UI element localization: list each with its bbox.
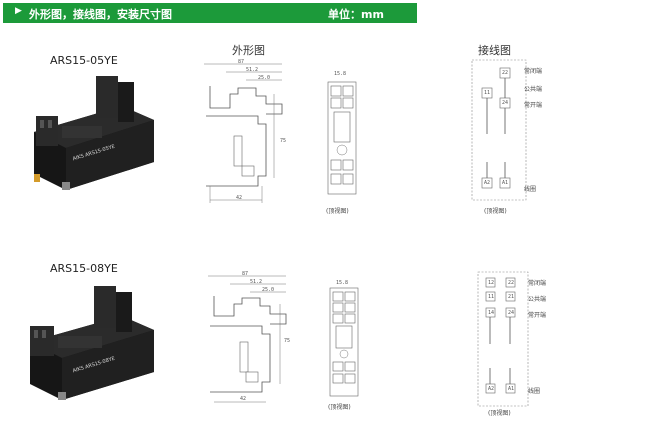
dim-depth: 42 <box>240 396 247 402</box>
outline-drawing <box>208 275 287 403</box>
terminal-label-com: 公共端 <box>528 296 547 303</box>
top-view-drawing <box>327 81 357 195</box>
terminal-id: 22 <box>502 70 509 76</box>
dim-width-2: 51.2 <box>250 279 263 285</box>
terminal-id: 11 <box>484 90 491 96</box>
model-name: ARS15-05YE <box>50 54 118 67</box>
terminal-id: A1 <box>508 386 515 392</box>
triangle-right-icon: ▶ <box>15 6 22 16</box>
header-unit: 单位：mm <box>328 8 384 21</box>
terminal-label-nc: 常闭端 <box>524 68 543 75</box>
dim-top: 15.8 <box>334 71 347 77</box>
dim-width: 87 <box>242 271 249 277</box>
terminal-label-coil: 线圈 <box>524 186 537 193</box>
relay-socket-photo <box>34 76 154 190</box>
terminal-label-no: 常开端 <box>524 102 543 109</box>
terminal-id: A2 <box>488 386 495 392</box>
dim-width: 87 <box>238 59 245 65</box>
wiring-diagram <box>471 59 527 201</box>
header-title: 外形图，接线图，安装尺寸图 <box>29 8 172 21</box>
model-name: ARS15-08YE <box>50 262 118 275</box>
dim-width-3: 25.0 <box>258 75 271 81</box>
terminal-id: 22 <box>508 280 515 286</box>
relay-socket-photo <box>30 286 154 400</box>
terminal-id: 11 <box>488 294 495 300</box>
terminal-id: A1 <box>502 180 509 186</box>
wiring-title: 接线图 <box>478 44 511 57</box>
terminal-label-no: 常开端 <box>528 312 547 319</box>
terminal-id: 24 <box>508 310 515 316</box>
terminal-label-coil: 线圈 <box>528 388 541 395</box>
dim-top: 15.8 <box>336 280 349 286</box>
terminal-id: 12 <box>488 280 495 286</box>
terminal-label-com: 公共端 <box>524 86 543 93</box>
terminal-id: A2 <box>484 180 491 186</box>
terminal-id: 24 <box>502 100 509 106</box>
terminal-id: 21 <box>508 294 515 300</box>
outline-drawing <box>204 63 283 203</box>
terminal-id: 14 <box>488 310 495 316</box>
terminal-label-nc: 常闭端 <box>528 280 547 287</box>
dim-depth: 42 <box>236 195 243 201</box>
dim-width-2: 51.2 <box>246 67 259 73</box>
wiring-caption: (顶视图) <box>488 410 511 417</box>
section-header-bar: ▶ 外形图，接线图，安装尺寸图 单位：mm <box>3 3 417 23</box>
wiring-diagram <box>477 271 529 407</box>
wiring-caption: (顶视图) <box>484 208 507 215</box>
dim-height: 75 <box>284 338 291 344</box>
outline-title: 外形图 <box>232 44 265 57</box>
front-caption: (顶视图) <box>328 404 351 411</box>
dim-width-3: 25.0 <box>262 287 275 293</box>
top-view-drawing <box>329 287 359 397</box>
dim-height: 75 <box>280 138 287 144</box>
front-caption: (顶视图) <box>326 208 349 215</box>
